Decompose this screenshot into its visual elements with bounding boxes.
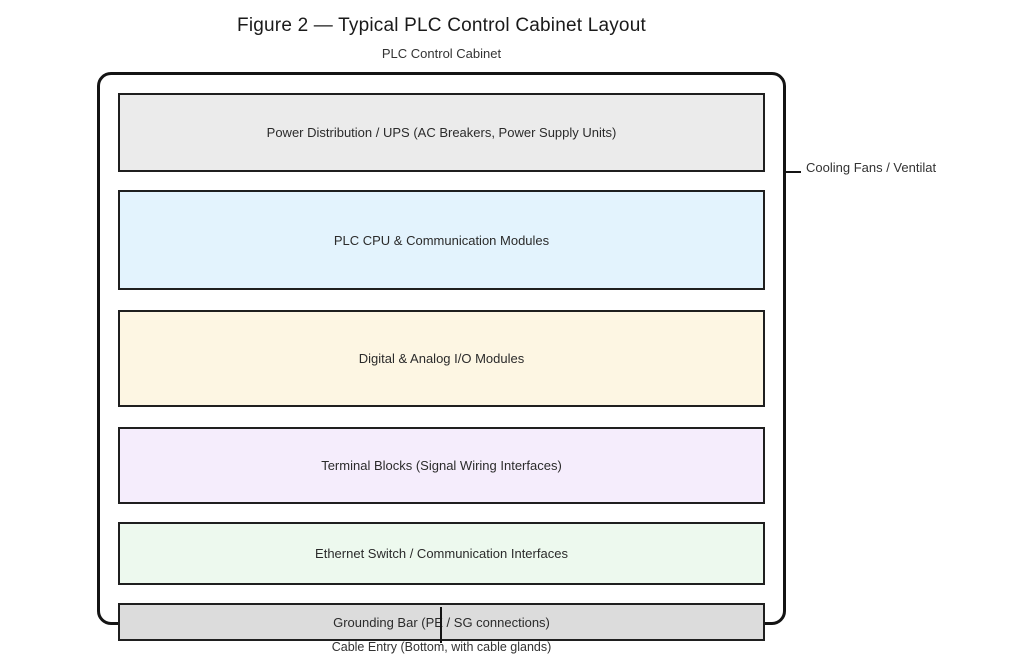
module-label: Power Distribution / UPS (AC Breakers, P… bbox=[266, 125, 617, 140]
module-label: Digital & Analog I/O Modules bbox=[358, 351, 525, 366]
cable-entry-label: Cable Entry (Bottom, with cable glands) bbox=[331, 640, 552, 654]
cooling-fans-label: Cooling Fans / Ventilat bbox=[806, 160, 937, 175]
cable-entry-connector-line bbox=[440, 607, 442, 643]
module-plc-cpu: PLC CPU & Communication Modules bbox=[118, 190, 765, 290]
module-label: PLC CPU & Communication Modules bbox=[333, 232, 550, 248]
module-io-modules: Digital & Analog I/O Modules bbox=[118, 310, 765, 407]
module-ethernet-switch: Ethernet Switch / Communication Interfac… bbox=[118, 522, 765, 585]
figure-title: Figure 2 — Typical PLC Control Cabinet L… bbox=[237, 15, 646, 36]
module-label: Terminal Blocks (Signal Wiring Interface… bbox=[321, 458, 562, 473]
module-power-distribution: Power Distribution / UPS (AC Breakers, P… bbox=[118, 93, 765, 172]
cooling-fans-connector-line bbox=[786, 171, 801, 173]
module-terminal-blocks: Terminal Blocks (Signal Wiring Interface… bbox=[118, 427, 765, 504]
cabinet-title: PLC Control Cabinet bbox=[381, 46, 502, 61]
module-label: Ethernet Switch / Communication Interfac… bbox=[315, 546, 568, 561]
